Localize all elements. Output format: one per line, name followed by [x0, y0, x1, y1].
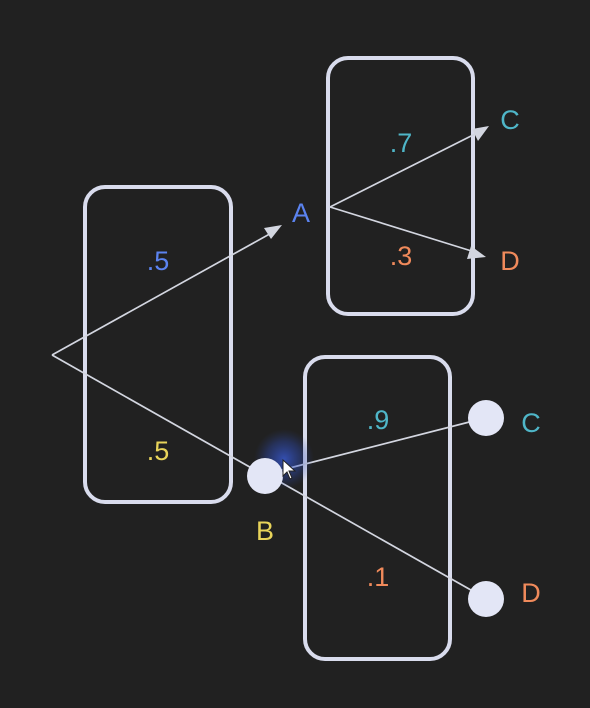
arrowhead-to-c — [472, 126, 489, 141]
first-stage-box — [83, 185, 233, 504]
node-a-label: A — [292, 198, 310, 228]
branch-a-prob-to-d: .3 — [390, 241, 413, 271]
edge-a-to-d — [329, 206, 479, 254]
branch-b-box — [303, 355, 452, 661]
branch-a-outcome-d: D — [500, 246, 520, 276]
edge-root-to-a — [51, 230, 276, 356]
branch-a-outcome-c: C — [500, 105, 520, 135]
edge-a-to-c — [329, 130, 482, 208]
branch-b-prob-to-d: .1 — [367, 562, 390, 592]
arrowhead-to-d — [467, 246, 486, 259]
node-b-c[interactable] — [468, 400, 504, 436]
mouse-pointer-icon — [282, 458, 297, 480]
branch-a-prob-to-c: .7 — [390, 128, 413, 158]
branch-b-outcome-c: C — [521, 408, 541, 438]
edge-b-to-d — [265, 473, 486, 599]
node-b-label: B — [256, 516, 274, 546]
arrowhead-to-a — [264, 225, 282, 239]
node-b-d[interactable] — [468, 581, 504, 617]
edge-root-to-b — [51, 354, 263, 475]
branch-a-box — [326, 56, 475, 316]
branch-b-outcome-d: D — [521, 578, 541, 608]
node-b[interactable] — [247, 458, 283, 494]
first-stage-upper-probability: .5 — [147, 246, 170, 276]
branch-b-prob-to-c: .9 — [367, 405, 390, 435]
first-stage-lower-probability: .5 — [147, 436, 170, 466]
